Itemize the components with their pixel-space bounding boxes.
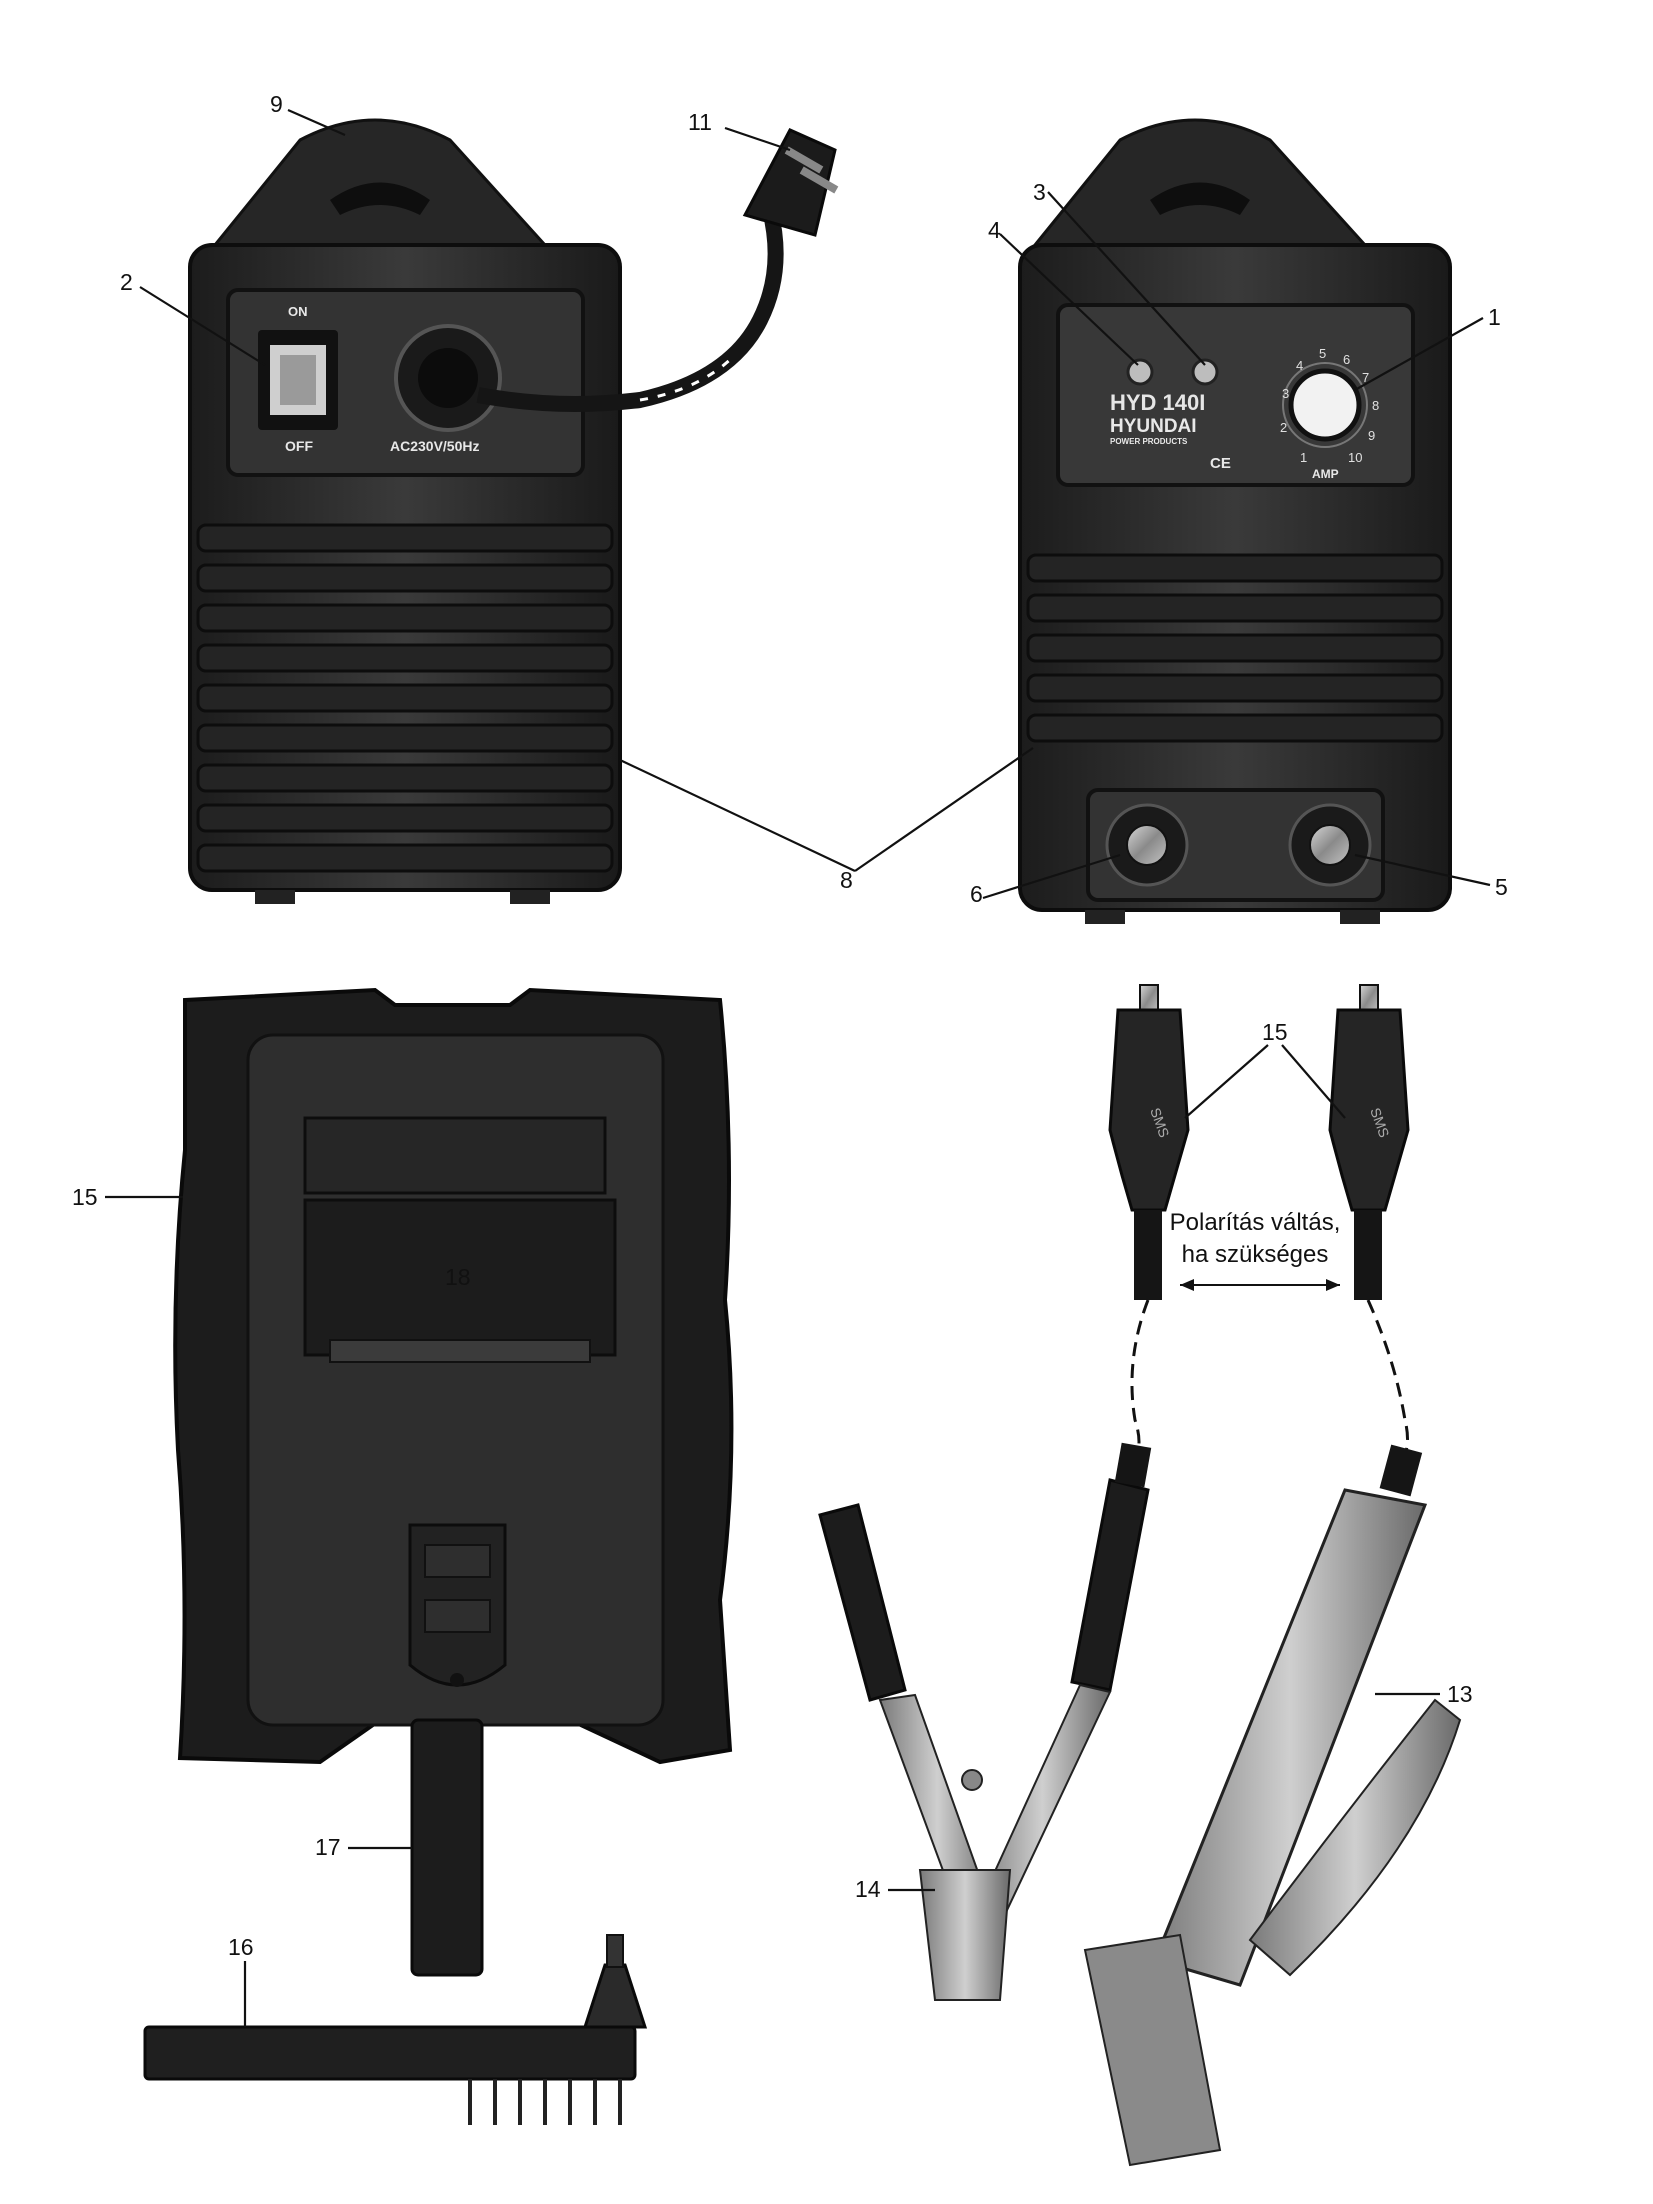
handle-mount	[408, 1523, 507, 1687]
switch-off-label: OFF	[285, 438, 313, 454]
welder-rear-view: ON OFF AC230V/50Hz	[188, 118, 839, 904]
callout-9: 9	[270, 91, 283, 117]
polarity-note-line1: Polarítás váltás,	[1170, 1209, 1341, 1236]
power-rating-label: AC230V/50Hz	[390, 438, 480, 454]
callout-labels: 9 11 2 3 4 1 8 6 5 15 15 18 17 16 14 13	[72, 91, 1508, 1960]
thermal-indicator-lamp	[1126, 358, 1154, 386]
callout-8: 8	[840, 867, 853, 893]
callout-3: 3	[1033, 179, 1046, 205]
electrode-holder	[1083, 1444, 1462, 2167]
mask-handle	[410, 1718, 484, 1977]
dial-mark-9: 9	[1368, 428, 1375, 443]
dashed-cable-left	[1128, 1299, 1150, 1467]
dial-mark-7: 7	[1362, 370, 1369, 385]
callout-14: 14	[855, 1876, 881, 1902]
filter-glass	[303, 1198, 617, 1357]
brand-label: HYUNDAI	[1110, 416, 1197, 437]
polarity-arrow	[1180, 1279, 1340, 1291]
power-cord	[476, 208, 784, 412]
cable-connector-right: SMS	[1328, 984, 1410, 1300]
callout-5: 5	[1495, 874, 1508, 900]
callout-17: 17	[315, 1834, 341, 1860]
dial-mark-10: 10	[1348, 450, 1362, 465]
callout-4: 4	[988, 217, 1001, 243]
callout-18: 18	[445, 1264, 471, 1290]
polarity-note-line2: ha szükséges	[1182, 1241, 1329, 1268]
power-switch	[258, 330, 338, 430]
cable-connector-left: SMS	[1108, 984, 1190, 1300]
brush-handle	[143, 2025, 637, 2081]
leader-lines	[105, 108, 1491, 2027]
callout-6: 6	[970, 881, 983, 907]
callout-11: 11	[688, 109, 712, 135]
switch-on-label: ON	[288, 304, 308, 319]
callout-15-mask: 15	[72, 1184, 98, 1210]
callout-13: 13	[1447, 1681, 1473, 1707]
dial-mark-6: 6	[1343, 352, 1350, 367]
cooling-ribs-rear	[196, 523, 614, 873]
dial-mark-5: 5	[1319, 346, 1326, 361]
welder-front-view: HYD 140I HYUNDAI POWER PRODUCTS CE 1 2 3…	[1018, 118, 1452, 924]
amp-label: AMP	[1312, 467, 1339, 481]
dial-mark-1: 1	[1300, 450, 1307, 465]
slag-hammer-brush	[143, 1934, 648, 2125]
earth-clamp	[818, 1442, 1152, 2001]
ce-mark: CE	[1210, 455, 1231, 472]
wire-bristles	[468, 2079, 622, 2125]
callout-2: 2	[120, 269, 133, 295]
dashed-cable-right	[1366, 1299, 1409, 1456]
power-indicator-lamp	[1191, 358, 1219, 386]
callout-15-connectors: 15	[1262, 1019, 1288, 1045]
dial-mark-3: 3	[1282, 386, 1289, 401]
callout-1: 1	[1488, 304, 1501, 330]
callout-16: 16	[228, 1934, 254, 1960]
welding-mask	[173, 987, 734, 1977]
dial-mark-8: 8	[1372, 398, 1379, 413]
filter-glass-frame	[303, 1116, 607, 1195]
dial-mark-2: 2	[1280, 420, 1287, 435]
positive-output-socket	[1288, 803, 1372, 887]
current-dial	[1288, 368, 1362, 442]
cooling-ribs-front	[1026, 553, 1444, 743]
power-plug	[742, 128, 839, 237]
model-label: HYD 140I	[1110, 390, 1205, 415]
dial-mark-4: 4	[1296, 358, 1303, 373]
negative-output-socket	[1105, 803, 1189, 887]
brand-sub-label: POWER PRODUCTS	[1110, 437, 1188, 446]
chipping-tip	[582, 1963, 648, 2029]
